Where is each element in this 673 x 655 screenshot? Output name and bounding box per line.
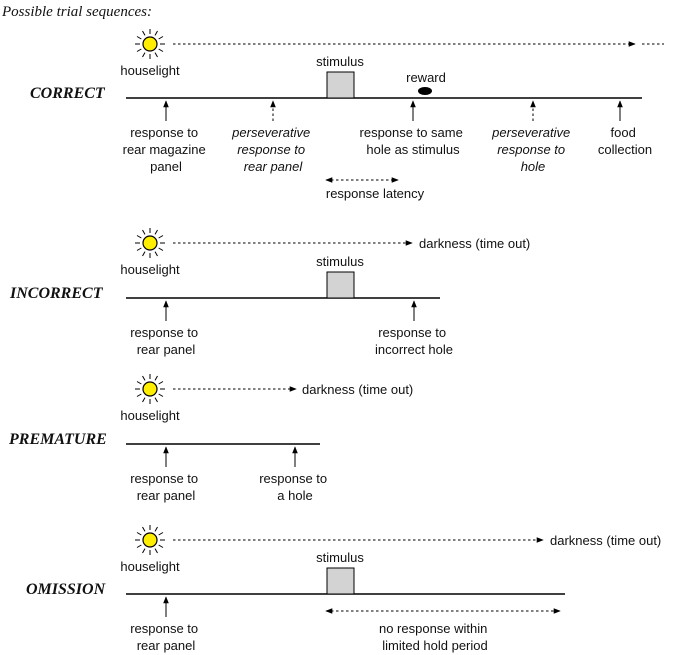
perseverative-rear-label: perseverative response to rear panel (231, 125, 314, 174)
houselight-label: houselight (120, 408, 180, 423)
sun-ray (154, 397, 158, 403)
correct-sequence: houselight CORRECT stimulus reward respo… (30, 29, 664, 201)
response-rear-label: response to rear panel (130, 325, 202, 357)
houselight-label: houselight (120, 63, 180, 78)
sun-ray (142, 397, 146, 403)
sun-ray (136, 544, 142, 548)
sun-ray (158, 235, 164, 239)
sun-ray (158, 532, 164, 536)
premature-sequence: darkness (time out) houselight PREMATURE… (8, 374, 413, 503)
houselight-icon (135, 525, 165, 555)
response-rear-label: response to rear panel (130, 471, 202, 503)
sun-ray (142, 375, 146, 381)
stimulus-label: stimulus (316, 550, 364, 565)
sun-ray (154, 229, 158, 235)
sun-ray (142, 52, 146, 58)
stimulus-label: stimulus (316, 254, 364, 269)
incorrect-sequence: darkness (time out) houselight INCORRECT… (9, 228, 530, 357)
perseverative-hole-label: perseverative response to hole (491, 125, 574, 174)
correct-title: CORRECT (30, 85, 106, 102)
sun-ray (142, 526, 146, 532)
sun-ray (154, 30, 158, 36)
houselight-label: houselight (120, 559, 180, 574)
stimulus-box (326, 567, 355, 595)
sun-ray (142, 30, 146, 36)
houselight-label: houselight (120, 262, 180, 277)
sun-ray (136, 393, 142, 397)
sun-ray (158, 544, 164, 548)
reward-pellet-icon (418, 87, 432, 95)
sun-ray (136, 235, 142, 239)
houselight-icon (135, 29, 165, 59)
darkness-label: darkness (time out) (419, 236, 530, 251)
darkness-label: darkness (time out) (550, 533, 661, 548)
sun-ray (154, 548, 158, 554)
houselight-icon (135, 228, 165, 258)
diagram-header: Possible trial sequences: (1, 4, 152, 20)
response-incorrect-hole-label: response to incorrect hole (375, 325, 453, 357)
sun-ray (158, 36, 164, 40)
incorrect-title: INCORRECT (9, 285, 104, 302)
sun-ray (154, 52, 158, 58)
food-collection-label: food collection (598, 125, 652, 157)
omission-sequence: darkness (time out) houselight OMISSION … (26, 525, 661, 653)
premature-title: PREMATURE (8, 431, 107, 448)
stimulus-box (326, 71, 355, 99)
sun-ray (136, 48, 142, 52)
sun-ray (158, 381, 164, 385)
sun-ray (136, 381, 142, 385)
sun-ray (142, 251, 146, 257)
reward-label: reward (406, 70, 446, 85)
no-response-label: no response within limited hold period (379, 621, 491, 653)
response-rear-label: response to rear magazine panel (123, 125, 210, 174)
response-latency-label: response latency (326, 186, 425, 201)
sun-ray (142, 548, 146, 554)
omission-title: OMISSION (26, 581, 107, 598)
sun-ray (154, 526, 158, 532)
sun-ray (158, 393, 164, 397)
sun-ray (142, 229, 146, 235)
sun-ray (136, 36, 142, 40)
sun-ray (154, 251, 158, 257)
sun-ray (154, 375, 158, 381)
stimulus-box (326, 271, 355, 299)
darkness-label: darkness (time out) (302, 382, 413, 397)
sun-ray (158, 247, 164, 251)
sun-ray (136, 247, 142, 251)
sun-ray (136, 532, 142, 536)
response-same-hole-label: response to same hole as stimulus (360, 125, 467, 157)
response-hole-label: response to a hole (259, 471, 331, 503)
response-rear-label: response to rear panel (130, 621, 202, 653)
houselight-icon (135, 374, 165, 404)
stimulus-label: stimulus (316, 54, 364, 69)
sun-ray (158, 48, 164, 52)
